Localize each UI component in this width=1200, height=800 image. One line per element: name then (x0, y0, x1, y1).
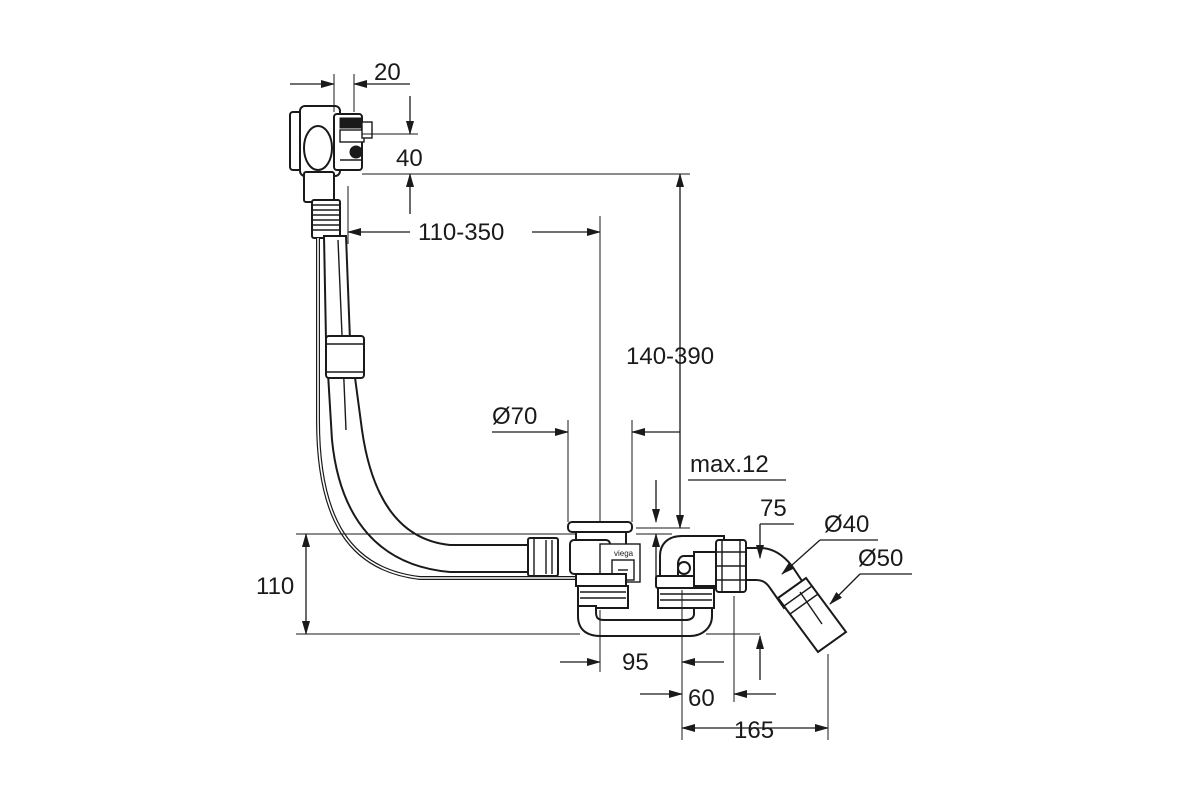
dim-110-350: 110-350 (418, 219, 504, 246)
outlet-pipe (776, 576, 848, 654)
dim-110: 110 (256, 573, 294, 600)
outlet-nut (715, 539, 747, 593)
overflow-valve (289, 105, 373, 203)
dim-95: 95 (622, 649, 649, 676)
dim-diameter-50: Ø50 (858, 545, 903, 572)
trap-bend (577, 605, 713, 637)
dimension-lines (290, 74, 912, 740)
dim-165: 165 (734, 717, 774, 744)
dim-40: 40 (396, 145, 423, 172)
manufacturer-stamp: viega (614, 549, 634, 558)
dim-20: 20 (374, 59, 401, 86)
dim-diameter-70: Ø70 (492, 403, 537, 430)
waste-fitting: viega (567, 521, 641, 609)
dim-diameter-40: Ø40 (824, 511, 869, 538)
dim-140-390: 140-390 (626, 343, 714, 370)
dim-60: 60 (688, 685, 715, 712)
dim-max-12: max.12 (690, 451, 769, 478)
overflow-pipe (322, 235, 531, 573)
pipe-nut (527, 537, 559, 577)
corrugated-connector (311, 199, 341, 239)
dim-75: 75 (760, 495, 787, 522)
trap-riser (655, 535, 725, 609)
